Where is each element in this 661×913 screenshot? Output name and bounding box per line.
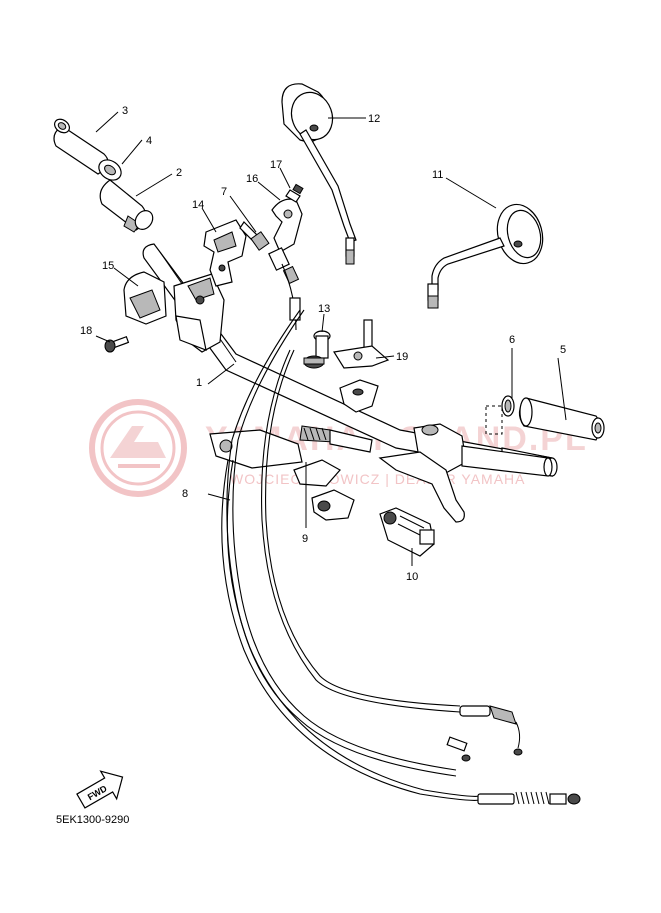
callout-13: 13 — [318, 303, 330, 315]
callout-1: 1 — [196, 377, 202, 389]
part-throttle-cables — [226, 309, 523, 777]
part-switch-10 — [379, 507, 435, 557]
part-grip-right — [518, 397, 605, 441]
leader-lines — [95, 111, 567, 566]
callout-19: 19 — [396, 351, 408, 363]
part-bolt-13 — [303, 330, 331, 369]
callout-18: 18 — [80, 325, 92, 337]
part-cable-adjuster — [239, 221, 270, 251]
callout-2: 2 — [176, 167, 182, 179]
watermark-tagline: WOJCIECH NOWICZ | DEALER YAMAHA — [230, 471, 525, 487]
callout-11: 11 — [432, 169, 443, 181]
callout-7: 7 — [221, 186, 227, 198]
part-mirror-left — [281, 83, 357, 265]
callout-9: 9 — [302, 533, 308, 545]
catalog-code: 5EK1300-9290 — [56, 814, 129, 826]
callout-4: 4 — [146, 135, 152, 147]
callout-6: 6 — [509, 334, 515, 346]
part-upper-holder — [339, 379, 379, 413]
part-grip-left — [53, 118, 109, 175]
part-collar-right — [501, 395, 515, 417]
callout-12: 12 — [368, 113, 380, 125]
callout-10: 10 — [406, 571, 418, 583]
watermark-logo — [89, 399, 187, 497]
callout-8: 8 — [182, 488, 188, 500]
callout-17: 17 — [270, 159, 282, 171]
part-screw-18 — [104, 335, 130, 353]
part-clutch-cable — [221, 459, 581, 805]
part-brake-lever-right — [378, 423, 553, 523]
part-mirror-right — [427, 203, 544, 309]
callout-3: 3 — [122, 105, 128, 117]
part-screw-17 — [285, 183, 304, 203]
part-grip-collar — [98, 159, 122, 181]
part-clutch-lever-assembly — [209, 425, 373, 521]
callout-14: 14 — [192, 199, 204, 211]
part-cable-connector — [268, 247, 301, 331]
callout-15: 15 — [102, 260, 114, 272]
callout-16: 16 — [246, 173, 258, 185]
callout-5: 5 — [560, 344, 566, 356]
part-bracket-16 — [271, 198, 303, 253]
part-throttle-grip — [99, 179, 154, 233]
part-cable-guide — [333, 319, 390, 369]
callouts: 1 2 3 4 5 6 7 8 9 10 11 12 13 14 15 16 1… — [80, 105, 566, 583]
part-switch-housing — [123, 271, 225, 353]
fwd-arrow-icon: FWD — [76, 770, 124, 809]
